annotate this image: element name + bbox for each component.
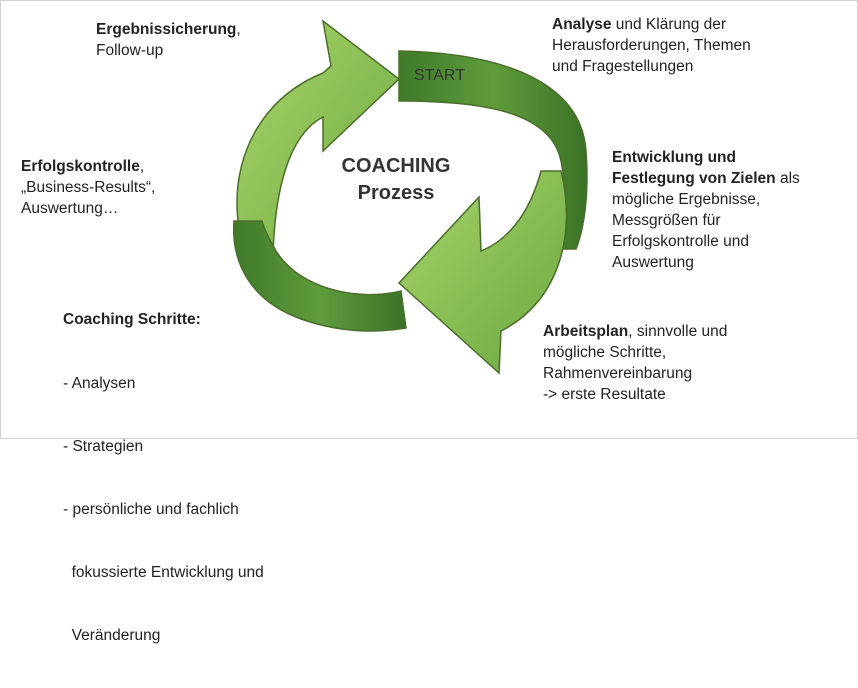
block-top-left: Ergebnissicherung, Follow-up	[96, 19, 241, 61]
arrow-top-left	[236, 19, 401, 285]
mid-right-heading2-rest: als	[775, 170, 800, 187]
list-item: - persönliche und fachlich	[63, 501, 239, 518]
arrow-bottom-right	[397, 170, 568, 375]
top-left-heading-rest: ,	[236, 21, 241, 38]
block-mid-right: Entwicklung und Festlegung von Zielen al…	[612, 147, 800, 273]
list-item: Veränderung	[63, 627, 161, 644]
top-left-heading: Ergebnissicherung	[96, 21, 237, 38]
bottom-right-line4: -> erste Resultate	[543, 386, 666, 403]
mid-left-heading-rest: ,	[139, 158, 145, 175]
top-right-heading-rest: und Klärung der	[611, 16, 727, 33]
top-left-line2: Follow-up	[96, 42, 164, 59]
coaching-cycle-graphic	[232, 19, 588, 375]
center-title: COACHING Prozess	[301, 153, 491, 207]
list-item: fokussierte Entwicklung und	[63, 564, 264, 581]
bottom-left-list: - Analysen - Strategien - persönliche un…	[63, 331, 264, 688]
top-right-line2: Herausforderungen, Themen	[552, 37, 751, 54]
center-title-line1: COACHING	[341, 155, 451, 177]
block-top-right: Analyse und Klärung der Herausforderunge…	[552, 14, 751, 77]
diagram-canvas: START COACHING Prozess Ergebnissicherung…	[0, 0, 858, 644]
mid-left-line3: Auswertung…	[21, 200, 119, 217]
block-bottom-left: Coaching Schritte:	[63, 309, 201, 330]
mid-right-line4: Messgrößen für	[612, 212, 721, 229]
top-right-line3: und Fragestellungen	[552, 58, 694, 75]
center-title-line2: Prozess	[357, 182, 435, 204]
arrow-band-left	[232, 220, 407, 332]
mid-right-line3: mögliche Ergebnisse,	[612, 191, 761, 208]
mid-right-line6: Auswertung	[612, 254, 694, 271]
block-bottom-right: Arbeitsplan, sinnvolle und mögliche Schr…	[543, 321, 727, 405]
block-mid-left: Erfolgskontrolle, „Business-Results“, Au…	[21, 156, 155, 219]
bottom-right-heading: Arbeitsplan	[543, 323, 629, 340]
start-label: START	[414, 67, 465, 84]
mid-right-line5: Erfolgskontrolle und	[612, 233, 749, 250]
top-right-heading: Analyse	[552, 16, 612, 33]
mid-right-heading2: Festlegung von Zielen	[612, 170, 776, 187]
mid-right-heading1: Entwicklung und	[612, 149, 736, 166]
list-item: - Strategien	[63, 438, 144, 455]
arrow-band-right	[398, 50, 588, 250]
bottom-right-line3: Rahmenvereinbarung	[543, 365, 693, 382]
bottom-left-heading: Coaching Schritte:	[63, 311, 201, 328]
mid-left-heading: Erfolgskontrolle	[21, 158, 140, 175]
bottom-right-line2: mögliche Schritte,	[543, 344, 667, 361]
mid-left-line2: „Business-Results“,	[21, 179, 156, 196]
list-item: - Analysen	[63, 375, 136, 392]
bottom-right-heading-rest: , sinnvolle und	[628, 323, 728, 340]
